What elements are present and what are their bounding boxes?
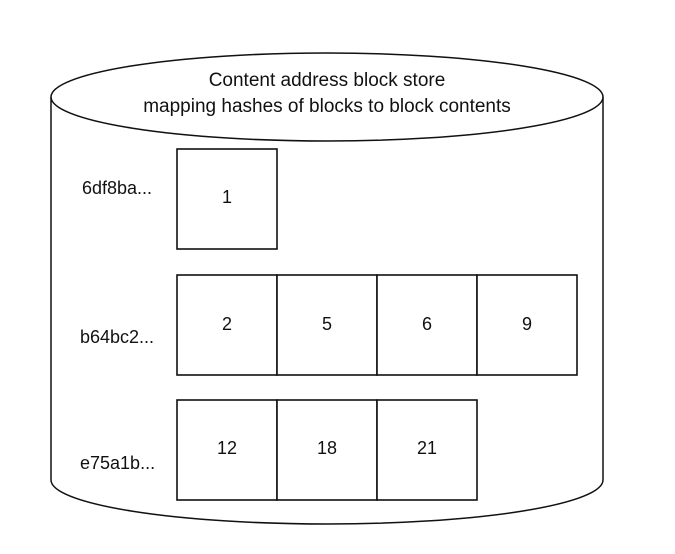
store-title-line-2: mapping hashes of blocks to block conten… (143, 96, 511, 117)
block-value: 1 (222, 187, 232, 207)
store-title-line-1: Content address block store (209, 70, 446, 91)
block-value: 5 (322, 314, 332, 334)
block-cell (176, 148, 278, 250)
hash-label: e75a1b... (80, 453, 155, 473)
block-value: 9 (522, 314, 532, 334)
block-value: 2 (222, 314, 232, 334)
hash-label: 6df8ba... (82, 178, 152, 198)
block-cell (376, 274, 478, 376)
block-row: e75a1b... 12 18 21 (80, 399, 478, 501)
block-value: 21 (417, 438, 437, 458)
cylinder-top (50, 52, 604, 142)
block-cell (176, 274, 278, 376)
block-row: b64bc2... 2 5 6 9 (80, 274, 578, 376)
block-value: 18 (317, 438, 337, 458)
block-value: 6 (422, 314, 432, 334)
block-cell (276, 274, 378, 376)
block-value: 12 (217, 438, 237, 458)
block-cell (376, 399, 478, 501)
hash-label: b64bc2... (80, 327, 154, 347)
block-cell (476, 274, 578, 376)
block-rows: 6df8ba... 1 b64bc2... 2 5 6 9 e75a1b... 12 18 21 (80, 148, 578, 501)
block-row: 6df8ba... 1 (82, 148, 278, 250)
